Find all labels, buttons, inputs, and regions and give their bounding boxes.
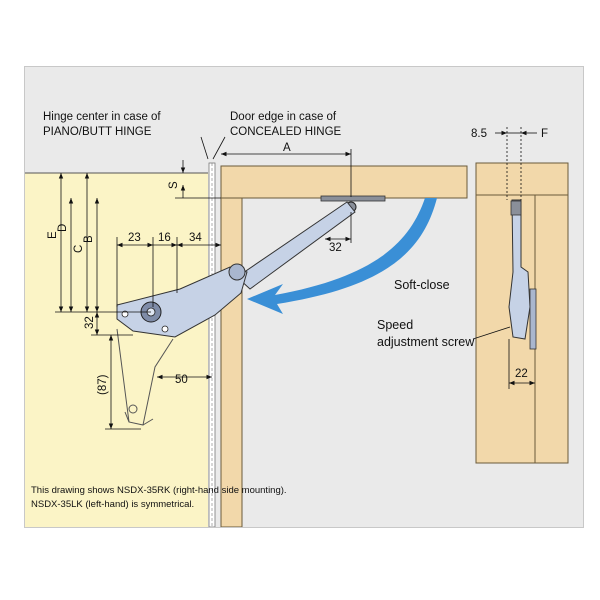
door-edge-label-line1: Door edge in case of (230, 111, 337, 123)
note-line1: This drawing shows NSDX-35RK (right-hand… (31, 485, 287, 496)
dim-23: 23 (128, 232, 141, 244)
top-board (220, 165, 468, 199)
dim-8-5: 8.5 (471, 128, 487, 140)
soft-close-arrow (247, 198, 437, 314)
dim-E: E (47, 231, 59, 239)
dim-S: S (168, 181, 180, 189)
side-view-board (475, 162, 569, 196)
speed-label-line2: adjustment screw (377, 335, 475, 349)
dim-32-top: 32 (329, 242, 342, 254)
dim-34: 34 (189, 232, 202, 244)
dim-87: (87) (97, 374, 109, 395)
dim-B: B (83, 235, 95, 243)
dim-50: 50 (175, 374, 188, 386)
note-line2: NSDX-35LK (left-hand) is symmetrical. (31, 499, 194, 510)
door-edge-label-line2: CONCEALED HINGE (230, 126, 342, 138)
dim-D: D (57, 224, 69, 232)
cabinet-interior (25, 173, 208, 527)
dim-C: C (73, 245, 85, 253)
drawing-panel: Hinge center in case of PIANO/BUTT HINGE… (24, 66, 584, 528)
dim-F: F (541, 128, 548, 140)
stay-arm (236, 201, 356, 290)
dim-16: 16 (158, 232, 171, 244)
dim-22: 22 (515, 368, 528, 380)
dim-A: A (283, 142, 291, 154)
soft-close-label: Soft-close (394, 278, 450, 292)
side-panel (220, 197, 243, 527)
speed-label-line1: Speed (377, 318, 413, 332)
side-view-mechanism (508, 199, 531, 340)
technical-drawing: Hinge center in case of PIANO/BUTT HINGE… (25, 111, 569, 527)
dimension-lines (55, 127, 537, 430)
hinge-center-label-line2: PIANO/BUTT HINGE (43, 126, 152, 138)
hinge-center-label-line1: Hinge center in case of (43, 111, 161, 123)
dim-32-left: 32 (84, 316, 96, 329)
top-bracket (320, 195, 386, 202)
